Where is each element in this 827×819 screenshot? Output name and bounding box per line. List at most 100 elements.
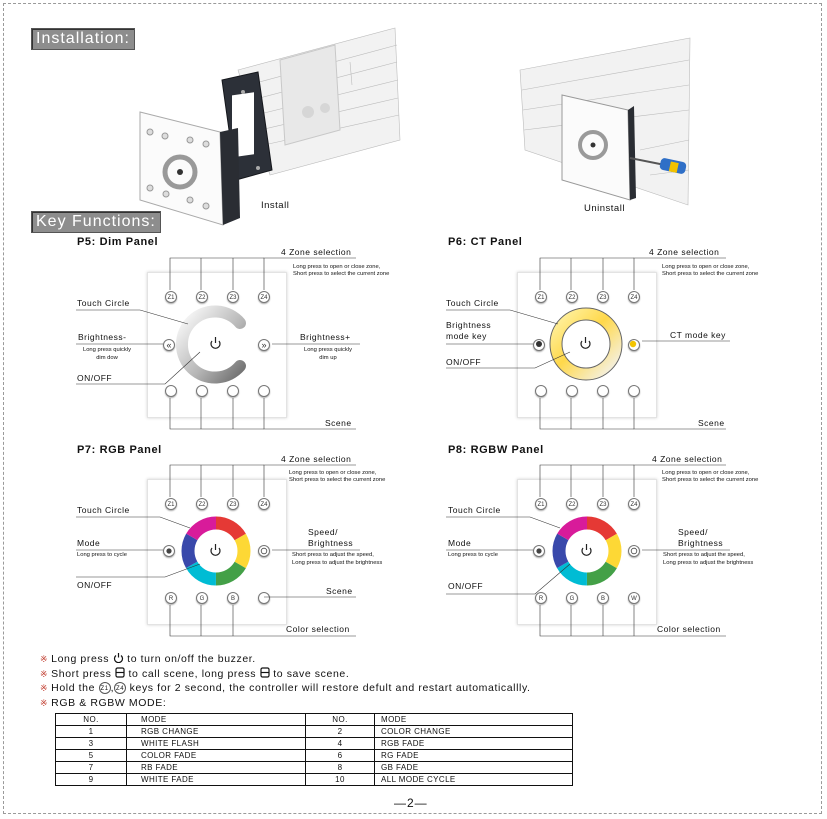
table-cell: COLOR CHANGE bbox=[374, 725, 573, 738]
table-cell: RB FADE bbox=[126, 761, 306, 774]
p7-green-button[interactable]: G bbox=[196, 592, 208, 604]
p7-zone-3-button[interactable]: Z3 bbox=[227, 498, 239, 510]
p7-zone-hint-2: Short press to select the current zone bbox=[289, 477, 386, 483]
column-header: MODE bbox=[126, 713, 306, 726]
p6-scene-3-button[interactable] bbox=[597, 385, 609, 397]
p5-scene-2-button[interactable] bbox=[196, 385, 208, 397]
p7-title: P7: RGB Panel bbox=[77, 444, 162, 456]
p5-panel: Z1 Z2 Z3 Z4 « » bbox=[147, 272, 287, 418]
p8-red-button[interactable]: R bbox=[535, 592, 547, 604]
p8-blue-button[interactable]: B bbox=[597, 592, 609, 604]
zone-1-key-icon: Z1 bbox=[98, 682, 111, 695]
power-icon bbox=[113, 653, 123, 664]
p7-touch-circle-label: Touch Circle bbox=[77, 505, 130, 515]
p6-zone-3-button[interactable]: Z3 bbox=[597, 291, 609, 303]
p8-touch-circle-label: Touch Circle bbox=[448, 505, 501, 515]
p5-zone-hint-1: Long press to open or close zone, bbox=[293, 264, 381, 270]
table-cell: WHITE FLASH bbox=[126, 737, 306, 750]
table-cell: 5 bbox=[55, 749, 127, 762]
p5-brightness-plus-label: Brightness+ bbox=[300, 332, 351, 342]
table-cell: GB FADE bbox=[374, 761, 573, 774]
installation-heading: Installation: bbox=[31, 28, 135, 50]
column-header: NO. bbox=[305, 713, 375, 726]
table-row: 9 WHITE FADE 10 ALL MODE CYCLE bbox=[55, 773, 573, 786]
p5-zone-1-button[interactable]: Z1 bbox=[165, 291, 177, 303]
p7-zone-1-button[interactable]: Z1 bbox=[165, 498, 177, 510]
p5-onoff-label: ON/OFF bbox=[77, 373, 113, 383]
p7-zone-2-button[interactable]: Z2 bbox=[196, 498, 208, 510]
p7-speed-label: Speed/ bbox=[308, 527, 338, 537]
p7-zone-hint-1: Long press to open or close zone, bbox=[289, 470, 377, 476]
p6-ct-mode-button[interactable] bbox=[628, 339, 640, 351]
table-row: 7 RB FADE 8 GB FADE bbox=[55, 761, 573, 774]
mode-table: NO. MODE NO. MODE 1 RGB CHANGE 2 COLOR C… bbox=[55, 713, 573, 786]
p5-right-hint-2: dim up bbox=[319, 355, 337, 361]
zone-4-key-icon: Z4 bbox=[114, 682, 127, 695]
p6-zone-hint-2: Short press to select the current zone bbox=[662, 271, 759, 277]
p8-zone-1-button[interactable]: Z1 bbox=[535, 498, 547, 510]
p6-panel: Z1 Z2 Z3 Z4 bbox=[517, 272, 657, 418]
p5-scene-4-button[interactable] bbox=[258, 385, 270, 397]
p6-scene-2-button[interactable] bbox=[566, 385, 578, 397]
p7-red-button[interactable]: R bbox=[165, 592, 177, 604]
p6-zone-1-button[interactable]: Z1 bbox=[535, 291, 547, 303]
table-cell: RGB FADE bbox=[374, 737, 573, 750]
p8-zone-3-button[interactable]: Z3 bbox=[597, 498, 609, 510]
p6-touch-circle-label: Touch Circle bbox=[446, 298, 499, 308]
p8-zone-2-button[interactable]: Z2 bbox=[566, 498, 578, 510]
p5-brightness-up-button[interactable]: » bbox=[258, 339, 270, 351]
p6-zone-4-button[interactable]: Z4 bbox=[628, 291, 640, 303]
p6-ct-mode-key-label: CT mode key bbox=[670, 330, 726, 340]
p7-scene-button[interactable] bbox=[258, 592, 270, 604]
p6-zone-2-button[interactable]: Z2 bbox=[566, 291, 578, 303]
p5-brightness-down-button[interactable]: « bbox=[163, 339, 175, 351]
p8-speed-label: Speed/ bbox=[678, 527, 708, 537]
p5-title: P5: Dim Panel bbox=[77, 236, 159, 248]
table-row: 3 WHITE FLASH 4 RGB FADE bbox=[55, 737, 573, 750]
p8-panel: Z1 Z2 Z3 Z4 R G B W bbox=[517, 479, 657, 625]
table-cell: 7 bbox=[55, 761, 127, 774]
uninstall-label: Uninstall bbox=[584, 203, 625, 214]
p8-speed-button[interactable] bbox=[628, 545, 640, 557]
p8-zone-hint-1: Long press to open or close zone, bbox=[662, 470, 750, 476]
column-header: MODE bbox=[374, 713, 573, 726]
p8-mode-button[interactable] bbox=[533, 545, 545, 557]
p7-speed-button[interactable] bbox=[258, 545, 270, 557]
table-cell: 4 bbox=[305, 737, 375, 750]
p7-mode-label: Mode bbox=[77, 538, 101, 548]
p5-scene-3-button[interactable] bbox=[227, 385, 239, 397]
p8-zone-selection-label: 4 Zone selection bbox=[652, 454, 723, 464]
p8-zone-4-button[interactable]: Z4 bbox=[628, 498, 640, 510]
p8-mode-hint: Long press to cycle bbox=[448, 552, 498, 558]
note-buzzer: ※Long press to turn on/off the buzzer. bbox=[40, 653, 256, 665]
p5-zone-4-button[interactable]: Z4 bbox=[258, 291, 270, 303]
p5-scene-1-button[interactable] bbox=[165, 385, 177, 397]
note-scene: ※Short press to call scene, long press t… bbox=[40, 666, 350, 680]
p7-mode-hint: Long press to cycle bbox=[77, 552, 127, 558]
table-cell: 9 bbox=[55, 773, 127, 786]
p7-zone-4-button[interactable]: Z4 bbox=[258, 498, 270, 510]
p7-mode-button[interactable] bbox=[163, 545, 175, 557]
p7-blue-button[interactable]: B bbox=[227, 592, 239, 604]
p7-onoff-label: ON/OFF bbox=[77, 580, 113, 590]
table-cell: 2 bbox=[305, 725, 375, 738]
p7-panel: Z1 Z2 Z3 Z4 R G B bbox=[147, 479, 287, 625]
page-number: —2— bbox=[394, 796, 428, 810]
p6-scene-1-button[interactable] bbox=[535, 385, 547, 397]
p6-brightness-mode-button[interactable] bbox=[533, 339, 545, 351]
p5-zone-3-button[interactable]: Z3 bbox=[227, 291, 239, 303]
p5-zone-2-button[interactable]: Z2 bbox=[196, 291, 208, 303]
p7-zone-selection-label: 4 Zone selection bbox=[281, 454, 352, 464]
table-cell: 3 bbox=[55, 737, 127, 750]
usage-notes: ※Long press to turn on/off the buzzer. ※… bbox=[40, 652, 531, 710]
p6-scene-4-button[interactable] bbox=[628, 385, 640, 397]
p6-mode-key-label: mode key bbox=[446, 331, 487, 341]
p8-onoff-label: ON/OFF bbox=[448, 581, 484, 591]
p8-color-selection-label: Color selection bbox=[657, 624, 721, 634]
p7-scene-label: Scene bbox=[326, 586, 353, 596]
p8-white-button[interactable]: W bbox=[628, 592, 640, 604]
p8-green-button[interactable]: G bbox=[566, 592, 578, 604]
p8-speed-hint-1: Short press to adjust the speed, bbox=[663, 552, 745, 558]
scene-icon bbox=[260, 666, 270, 678]
p8-brightness-label: Brightness bbox=[678, 538, 724, 548]
